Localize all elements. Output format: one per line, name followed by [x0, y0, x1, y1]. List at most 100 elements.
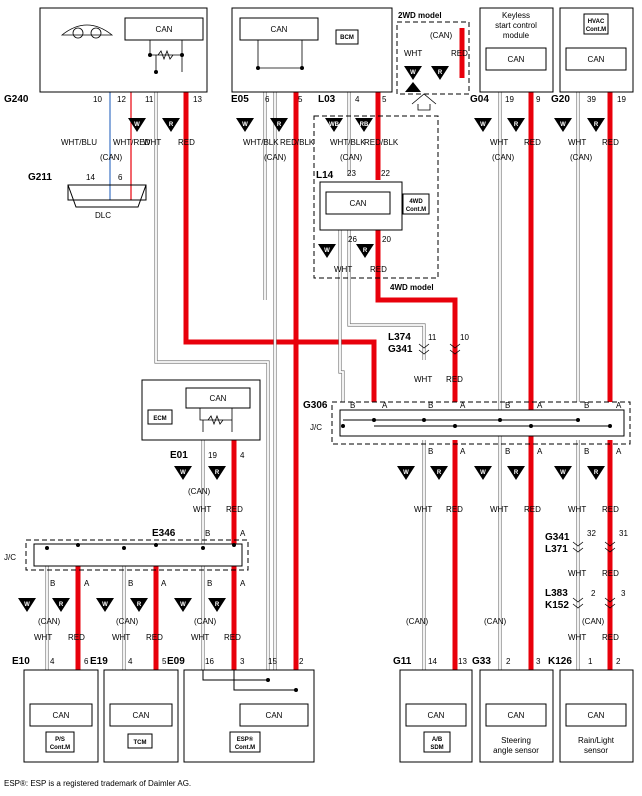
connector-l03: L03 [318, 94, 336, 105]
label-labels-can_paren: (CAN) [570, 153, 593, 162]
label-labels-b: B [50, 579, 55, 588]
label-labels-a: A [537, 447, 543, 456]
label-labels-w: W [560, 470, 566, 476]
label-labels-jc: J/C [4, 553, 16, 562]
label-labels-wht_blu: WHT/BLU [61, 138, 97, 147]
label-labels-red: RED [524, 138, 541, 147]
label-modules-keyless-0: Keyless [502, 11, 530, 20]
label-labels-wht_red: WHT/RED [113, 138, 151, 147]
label-labels-a: A [537, 401, 543, 410]
label-labels-can_paren: (CAN) [38, 617, 61, 626]
label-labels-b: B [350, 401, 355, 410]
label-models-four_wd: 4WD model [390, 283, 434, 292]
label-labels-wht: WHT [568, 138, 586, 147]
label-pins-p2: 2 [506, 657, 511, 666]
label-pins-p19: 19 [505, 95, 514, 104]
label-labels-w: W [480, 122, 486, 128]
label-pins-p13: 13 [193, 95, 202, 104]
label-labels-b: B [505, 401, 510, 410]
label-labels-can_paren: (CAN) [492, 153, 515, 162]
label-labels-wht: WHT [568, 633, 586, 642]
connector-g341: G341 [388, 344, 413, 355]
label-labels-can_paren: (CAN) [188, 487, 211, 496]
connector-l383: L383 [545, 588, 568, 599]
label-labels-r: R [514, 470, 519, 476]
label-pins-p6: 6 [118, 173, 123, 182]
label-labels-b: B [428, 447, 433, 456]
label-labels-red: RED [602, 505, 619, 514]
label-pins-p14: 14 [86, 173, 95, 182]
connector-k152: K152 [545, 600, 569, 611]
label-labels-a: A [616, 401, 622, 410]
label-labels-can_paren: (CAN) [194, 617, 217, 626]
label-pins-p5: 5 [382, 95, 387, 104]
label-labels-r: R [59, 602, 64, 608]
label-pins-p5: 5 [298, 95, 303, 104]
label-pins-p4: 4 [128, 657, 133, 666]
label-labels-can: CAN [271, 25, 288, 34]
ecm-module: CAN ECM [141, 379, 261, 441]
label-labels-red: RED [446, 375, 463, 384]
label-modules-pis-1: Cont.M [50, 745, 70, 751]
ps-cont-module: CAN P/S Cont.M [23, 669, 99, 763]
label-labels-red: RED [226, 505, 243, 514]
label-labels-red: RED [602, 138, 619, 147]
keyless-module: Keyless start control module CAN [479, 7, 554, 93]
label-labels-wht: WHT [193, 505, 211, 514]
wire-l14-wht [338, 230, 426, 402]
label-pins-p39: 39 [587, 95, 596, 104]
wire-cluster-red [183, 92, 377, 402]
connector-g33: G33 [472, 656, 491, 667]
label-labels-w: W [134, 122, 140, 128]
label-labels-wht: WHT [414, 505, 432, 514]
label-labels-w: W [180, 470, 186, 476]
label-labels-can: CAN [53, 711, 70, 720]
label-pins-p19: 19 [208, 451, 217, 460]
label-labels-red: RED [146, 633, 163, 642]
bcm-module: CAN BCM [231, 7, 393, 93]
label-labels-red: RED [602, 633, 619, 642]
label-labels-w: W [403, 470, 409, 476]
footnote: ESP®: ESP is a registered trademark of D… [4, 779, 191, 788]
label-pins-p23: 23 [347, 169, 356, 178]
label-labels-can: CAN [588, 711, 605, 720]
label-pins-p26: 26 [348, 235, 357, 244]
label-modules-esp-0: ESP® [237, 736, 254, 743]
meter-module: CAN [39, 7, 208, 93]
four-wd-model-box: WB RB WHT/BLK RED/BLK (CAN) L14 23 22 CA… [313, 115, 439, 292]
label-labels-r: R [215, 470, 220, 476]
label-modules-keyless-1: start control [495, 21, 537, 30]
label-pins-p3: 3 [621, 589, 626, 598]
label-modules-pis-0: P/S [55, 737, 65, 743]
label-labels-can_paren: (CAN) [340, 153, 363, 162]
label-labels-red: RED [451, 49, 468, 58]
label-labels-rb: RB [360, 122, 369, 128]
label-labels-w: W [480, 470, 486, 476]
label-labels-r: R [137, 602, 142, 608]
e346-junction: E346 B A J/C B A B A B A [4, 528, 249, 588]
label-labels-wht_blk: WHT/BLK [243, 138, 279, 147]
label-pins-p31: 31 [619, 529, 628, 538]
tcm-module: CAN TCM [103, 669, 179, 763]
label-labels-a: A [240, 579, 246, 588]
wire-jc-red [75, 560, 237, 690]
label-labels-a: A [84, 579, 90, 588]
label-labels-a: A [161, 579, 167, 588]
label-labels-wht_blk: WHT/BLK [330, 138, 366, 147]
label-pins-p9: 9 [536, 95, 541, 104]
label-labels-red: RED [68, 633, 85, 642]
label-labels-can: CAN [266, 711, 283, 720]
label-labels-w: W [324, 248, 330, 254]
label-pins-p2: 2 [591, 589, 596, 598]
label-modules-steering-1: angle sensor [493, 746, 539, 755]
label-labels-can_paren: (CAN) [116, 617, 139, 626]
label-labels-wht: WHT [404, 49, 422, 58]
label-pins-p6: 6 [84, 657, 89, 666]
wires [45, 92, 613, 690]
label-pins-p11: 11 [428, 333, 437, 342]
label-labels-red: RED [370, 265, 387, 274]
connector-e10: E10 [12, 656, 30, 667]
label-labels-wht: WHT [143, 138, 161, 147]
label-labels-r: R [169, 122, 174, 128]
label-labels-a: A [616, 447, 622, 456]
